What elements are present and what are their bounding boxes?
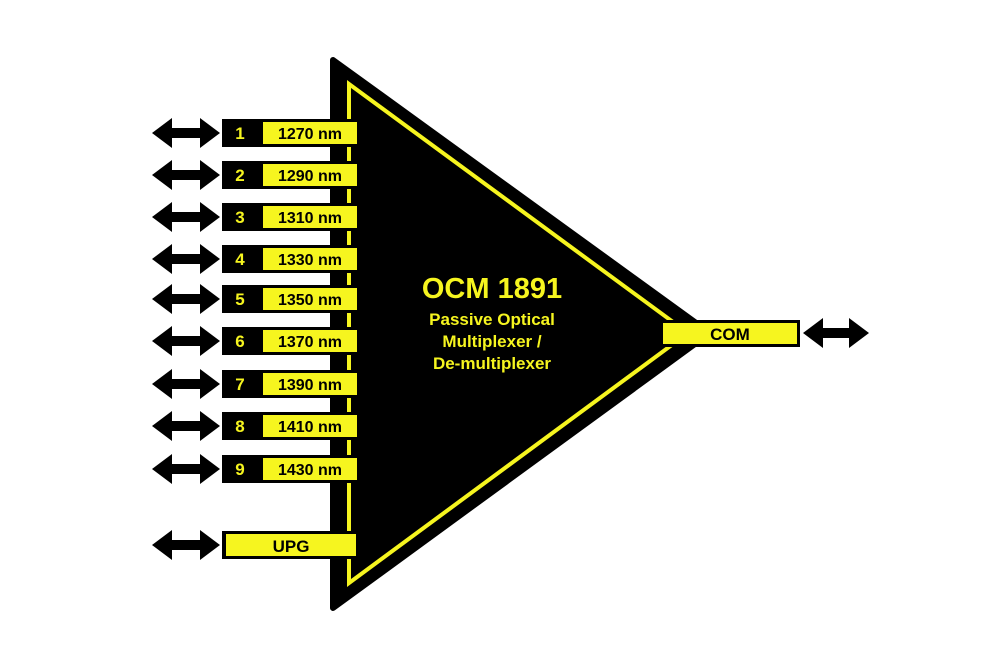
port-wavelength: 1390 nm [278, 377, 342, 394]
port-number: 1 [235, 124, 244, 143]
double-arrow-icon [152, 326, 220, 356]
port-number: 8 [235, 417, 244, 436]
port-number: 7 [235, 375, 244, 394]
upg-port[interactable]: UPG [152, 530, 358, 560]
port-3[interactable]: 3 1310 nm [152, 202, 357, 232]
port-wavelength: 1430 nm [278, 462, 342, 479]
double-arrow-icon [152, 454, 220, 484]
port-number: 4 [235, 250, 245, 269]
port-number: 6 [235, 332, 244, 351]
port-wavelength: 1350 nm [278, 292, 342, 309]
port-number: 3 [235, 208, 244, 227]
upg-label: UPG [273, 537, 310, 556]
double-arrow-icon [152, 118, 220, 148]
port-wavelength: 1270 nm [278, 126, 342, 143]
double-arrow-icon [803, 318, 869, 348]
port-9[interactable]: 9 1430 nm [152, 454, 357, 484]
port-wavelength: 1330 nm [278, 252, 342, 269]
double-arrow-icon [152, 284, 220, 314]
port-5[interactable]: 5 1350 nm [152, 284, 357, 314]
port-8[interactable]: 8 1410 nm [152, 411, 357, 441]
port-7[interactable]: 7 1390 nm [152, 369, 357, 399]
port-wavelength: 1370 nm [278, 334, 342, 351]
port-1[interactable]: 1 1270 nm [152, 118, 357, 148]
com-port[interactable]: COM [660, 318, 869, 348]
port-wavelength: 1310 nm [278, 210, 342, 227]
double-arrow-icon [152, 160, 220, 190]
double-arrow-icon [152, 530, 220, 560]
port-number: 9 [235, 460, 244, 479]
subtitle-line-1: Passive Optical [429, 310, 555, 329]
double-arrow-icon [152, 202, 220, 232]
double-arrow-icon [152, 244, 220, 274]
subtitle-line-3: De-multiplexer [433, 354, 551, 373]
port-wavelength: 1290 nm [278, 168, 342, 185]
com-label: COM [710, 325, 750, 344]
port-2[interactable]: 2 1290 nm [152, 160, 357, 190]
port-4[interactable]: 4 1330 nm [152, 244, 357, 274]
double-arrow-icon [152, 369, 220, 399]
port-6[interactable]: 6 1370 nm [152, 326, 357, 356]
port-number: 2 [235, 166, 244, 185]
device-title: OCM 1891 [422, 273, 562, 305]
port-wavelength: 1410 nm [278, 419, 342, 436]
port-number: 5 [235, 290, 244, 309]
subtitle-line-2: Multiplexer / [442, 332, 541, 351]
double-arrow-icon [152, 411, 220, 441]
